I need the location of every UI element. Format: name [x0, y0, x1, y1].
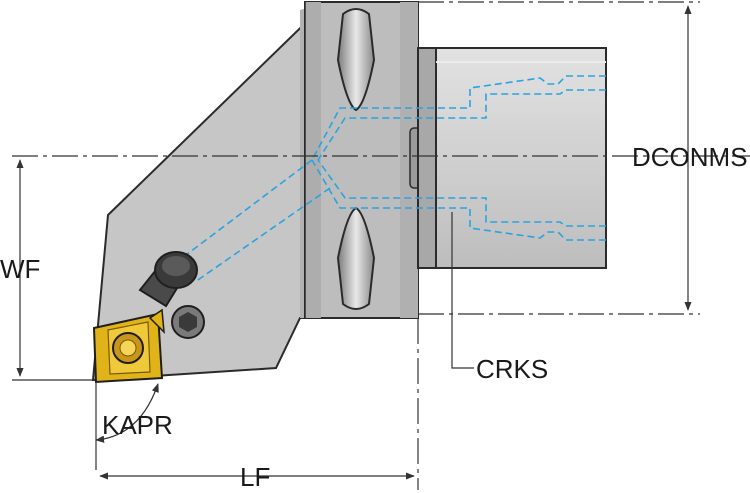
coolant-nozzle [138, 251, 198, 308]
shank [417, 47, 607, 269]
wf-dimension [12, 159, 94, 381]
crks-label: CRKS [476, 354, 548, 384]
clamp-screw [171, 305, 205, 339]
lf-dimension [99, 318, 419, 490]
flange-slot-lower [336, 206, 376, 310]
crks-leader [451, 212, 474, 369]
insert [92, 308, 165, 384]
kapr-dimension [95, 382, 159, 470]
dconms-dimension [418, 1, 700, 315]
coolant-channels [181, 75, 606, 283]
lf-label: LF [240, 462, 270, 492]
dconms-label: DCONMS [632, 142, 748, 172]
flange-slot-upper [336, 8, 376, 112]
wf-label: WF [0, 254, 40, 284]
kapr-label: KAPR [102, 410, 173, 440]
